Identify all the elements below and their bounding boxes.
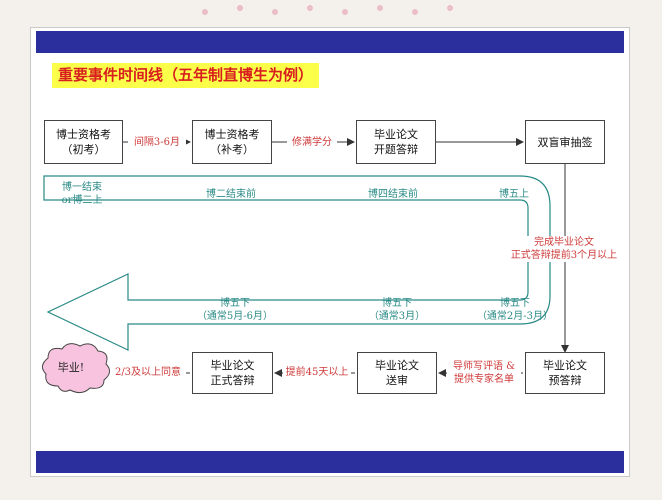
box-line-1: 博士资格考: [56, 128, 111, 141]
box-line-1: 毕业论文: [375, 359, 419, 372]
box-line-2: 开题答辩: [374, 143, 418, 156]
timeline-label-may-june: 博五下 （通常5月-6月）: [192, 297, 278, 323]
box-thesis-proposal: 毕业论文 开题答辩: [356, 120, 436, 164]
edge-label-line-1: 完成毕业论文: [534, 237, 594, 248]
graduate-label: 毕业!: [57, 361, 85, 374]
box-line-2: （初考）: [61, 143, 106, 156]
timeline-line-1: 博一结束: [62, 182, 102, 193]
timeline-label-year5-first: 博五上: [499, 189, 529, 200]
timeline-label-feb-march: 博五下 （通常2月-3月）: [470, 297, 560, 323]
edge-label-line-2: 提供专家名单: [454, 374, 514, 385]
edge-label-advisor-comments: 导师写评语 & 提供专家名单: [447, 360, 521, 386]
box-thesis-submission: 毕业论文 送审: [357, 352, 437, 394]
timeline-line-2: （通常5月-6月）: [196, 311, 274, 322]
box-line-2: 正式答辩: [210, 374, 255, 387]
timeline-label-year2: 博二结束前: [206, 189, 256, 200]
box-formal-defense: 毕业论文 正式答辩: [192, 352, 273, 394]
top-decoration: [202, 5, 453, 15]
timeline-label-year4: 博四结束前: [368, 189, 418, 200]
box-line-1: 双盲审抽签: [537, 135, 593, 149]
box-line-2: 送审: [386, 374, 408, 387]
edge-label-two-thirds: 2/3及以上同意: [110, 366, 186, 379]
timeline-label-march: 博五下 （通常3月）: [362, 297, 432, 323]
box-qualifying-exam-makeup: 博士资格考 （补考）: [192, 120, 272, 164]
timeline-line-2: （通常3月）: [368, 311, 426, 322]
box-line-1: 毕业论文: [210, 359, 255, 372]
box-line-1: 毕业论文: [543, 359, 587, 372]
timeline-line-1: 博五下: [382, 298, 412, 309]
box-line-2: （补考）: [210, 143, 254, 156]
timeline-arrow: [43, 175, 551, 351]
timeline-line-1: 博五下: [500, 298, 530, 309]
box-line-2: 预答辩: [548, 374, 582, 387]
timeline-line-1: 博五下: [220, 298, 250, 309]
edge-label-before-defense: 完成毕业论文 正式答辩提前3个月以上: [505, 236, 623, 262]
page-title: 重要事件时间线（五年制直博生为例）: [52, 63, 320, 88]
bottom-band: [36, 451, 624, 473]
timeline-line-2: or博二上: [61, 195, 103, 206]
top-band: [36, 31, 624, 53]
edge-label-line-2: 正式答辩提前3个月以上: [510, 250, 618, 261]
box-pre-defense: 毕业论文 预答辩: [525, 352, 605, 394]
box-blind-review-lottery: 双盲审抽签: [525, 120, 605, 164]
graduate-cloud: [42, 343, 110, 394]
box-qualifying-exam-initial: 博士资格考 （初考）: [44, 120, 123, 164]
edge-label-45-days: 提前45天以上: [283, 366, 351, 379]
edge-label-line-1: 导师写评语 &: [452, 361, 516, 372]
timeline-label-year1: 博一结束 or博二上: [52, 181, 112, 207]
box-line-1: 博士资格考: [204, 128, 260, 141]
edge-label-interval: 间隔3-6月: [128, 136, 186, 149]
timeline-line-2: （通常2月-3月）: [476, 311, 554, 322]
edge-label-credits: 修满学分: [287, 136, 337, 149]
box-line-1: 毕业论文: [374, 128, 418, 141]
